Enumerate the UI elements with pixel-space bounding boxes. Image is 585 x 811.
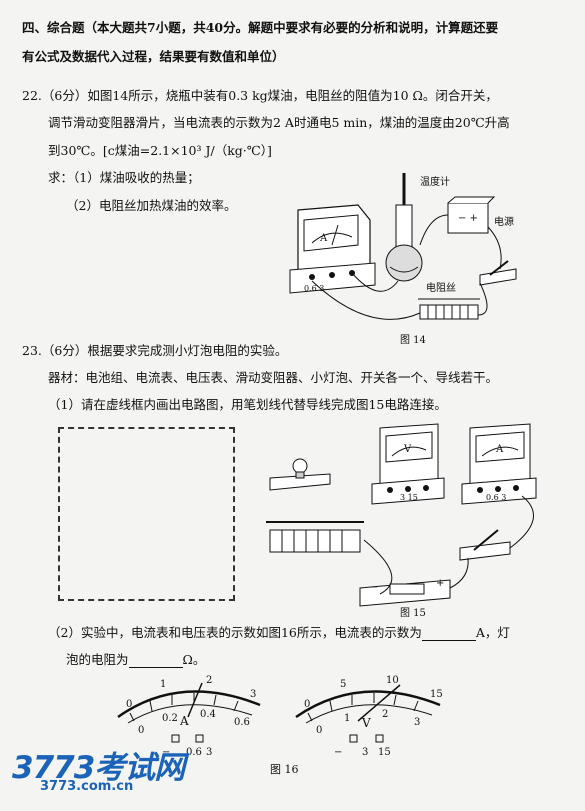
q23-equipment: 器材：电池组、电流表、电压表、滑动变阻器、小灯泡、开关各一个、导线若干。 [48,370,499,385]
v-tick-inner-3: 3 [414,717,420,728]
q22-ask2: （2）电阻丝加热煤油的效率。 [66,198,237,213]
fig14-wire-label: 电阻丝 [426,281,456,294]
a-tick-outer-2: 2 [206,675,212,686]
q22-ask1: 求：（1）煤油吸收的热量； [48,170,200,185]
figure-14: A 0.6 3 温度计 − + 电源 电阻丝 图 14 [289,173,517,346]
a-terminal-1: 0.6 [186,747,202,758]
fig16-ammeter-dial: 0 1 2 3 0 0.2 0.4 0.6 A − 0.6 3 [117,675,261,758]
fig14-thermometer-label: 温度计 [420,175,450,188]
fig14-power-supply: − + 电源 [447,196,514,234]
a-tick-outer-0: 0 [126,699,132,710]
a-tick-inner-0: 0 [138,725,144,736]
a-tick-outer-3: 3 [250,689,256,700]
section-heading-line1: 四、综合题（本大题共7小题，共40分。解题中要求有必要的分析和说明，计算题还要 [22,20,499,35]
fig15-voltmeter-letter: V [403,444,412,455]
a-tick-outer-1: 1 [160,679,166,690]
v-tick-inner-2: 2 [382,709,388,720]
v-minus: − [334,747,342,758]
svg-text:−: − [370,582,378,593]
q23-part2-line2: 泡的电阻为 Ω。 [66,652,205,668]
v-tick-inner-1: 1 [344,713,350,724]
v-letter: V [361,716,371,730]
a-letter: A [179,714,189,728]
fig14-terminals: 0.6 3 [304,284,324,293]
a-tick-inner-2: 0.4 [200,709,216,720]
v-terminal-2: 15 [378,747,391,758]
v-tick-outer-3: 15 [430,689,443,700]
v-terminal-1: 3 [362,747,368,758]
fig15-rheostat [266,521,364,553]
q23-part2-text-a: （2）实验中，电流表和电压表的示数如图16所示，电流表的示数为 [48,625,422,640]
fig14-rheostat: 电阻丝 [418,281,480,320]
fig16-caption: 图 16 [270,763,299,776]
fig15-v-terminals: 3 15 [400,493,418,502]
a-tick-inner-1: 0.2 [162,713,178,724]
fig14-power-signs: − + [458,213,478,224]
fig16-voltmeter-dial: 0 5 10 15 0 1 2 3 V − 3 15 [295,675,443,758]
figure-15: V 3 15 A 0.6 3 −+ 图 15 [266,423,537,619]
a-terminal-2: 3 [206,747,212,758]
resistance-answer-blank[interactable] [128,655,183,668]
v-tick-outer-2: 10 [386,675,399,686]
fig15-ammeter: A 0.6 3 [461,423,537,505]
q22-line3: 到30℃。[c煤油=2.1×10³ J/（kg·℃）] [48,143,272,158]
watermark-brand: 3773考试网 [12,750,185,786]
fig14-flask: 温度计 [385,173,450,282]
fig15-a-terminals: 0.6 3 [486,493,506,502]
fig14-ammeter: A 0.6 3 [289,204,376,294]
v-tick-inner-0: 0 [316,725,322,736]
q22-line2: 调节滑动变阻器滑片，当电流表的示数为2 A时通电5 min，煤油的温度由20℃升… [48,115,510,130]
fig15-caption: 图 15 [400,607,426,619]
current-answer-blank[interactable] [421,628,476,641]
fig14-meter-letter: A [319,233,328,244]
q23-part2-unit-b: Ω。 [182,652,206,667]
a-minus: − [162,747,170,758]
fig15-voltmeter: V 3 15 [371,423,445,505]
v-tick-outer-0: 0 [304,699,310,710]
q23-part1: （1）请在虚线框内画出电路图，用笔划线代替导线完成图15电路连接。 [48,397,447,412]
q23-line1: 23.（6分）根据要求完成测小灯泡电阻的实验。 [22,343,288,358]
fig14-caption: 图 14 [400,334,426,346]
q23-part2-unit-a: A，灯 [475,625,510,640]
fig15-ammeter-letter: A [495,444,504,455]
watermark-url: 3773.com.cn [40,779,134,794]
section-heading-line2: 有公式及数据代入过程，结果要有数值和单位） [22,49,285,64]
q22-line1: 22.（6分）如图14所示，烧瓶中装有0.3 kg煤油，电阻丝的阻值为10 Ω。… [22,88,498,103]
q23-part2-line1: （2）实验中，电流表和电压表的示数如图16所示，电流表的示数为 A，灯 [48,625,510,641]
a-tick-inner-3: 0.6 [234,717,250,728]
fig15-switch [459,529,511,561]
fig15-battery: −+ [359,578,451,607]
svg-text:+: + [436,578,444,589]
fig14-switch [479,260,517,286]
fig15-bulb [269,458,331,491]
v-tick-outer-1: 5 [340,679,346,690]
circuit-drawing-box[interactable] [58,427,235,601]
fig14-power-label: 电源 [494,215,514,228]
figure-16: 0 1 2 3 0 0.2 0.4 0.6 A − 0.6 3 0 5 10 1… [117,675,443,776]
q23-part2-text-b: 泡的电阻为 [66,652,129,667]
